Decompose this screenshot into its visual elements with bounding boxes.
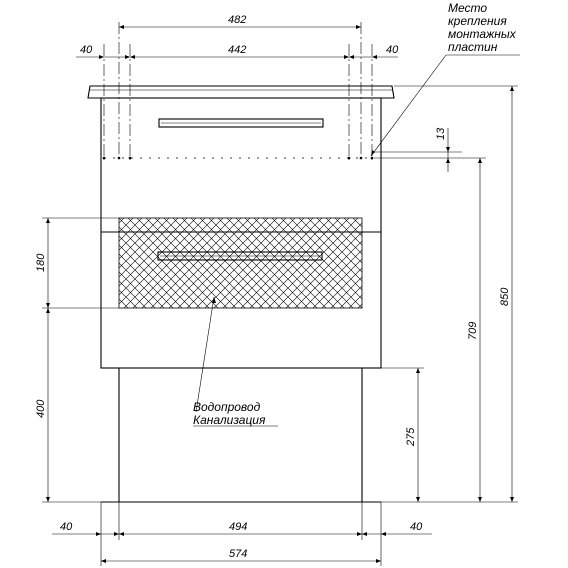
dim-total-height-label: 850	[499, 287, 511, 306]
dim-bottom-right-offset-label: 40	[410, 521, 423, 533]
svg-text:крепления: крепления	[448, 14, 507, 28]
dim-mount-height-label: 13	[435, 127, 447, 140]
dim-body-height-label: 709	[467, 322, 479, 340]
dim-bottom-inner-label: 494	[229, 521, 247, 533]
svg-text:пластин: пластин	[448, 40, 498, 54]
dim-bottom-total-label: 574	[229, 548, 247, 560]
mount-note: Место крепления монтажных пластин	[370, 1, 520, 157]
dim-legs-height	[42, 308, 101, 503]
dim-top-total	[119, 25, 361, 29]
cabinet-legs	[101, 368, 381, 503]
dim-legs-height-label: 400	[35, 399, 47, 418]
svg-text:Место: Место	[448, 1, 487, 15]
dim-zone-height-label: 180	[35, 253, 47, 272]
plumbing-zone	[118, 217, 363, 309]
dim-plumbing-height-label: 275	[405, 427, 417, 447]
sewage-label: Канализация	[193, 413, 266, 427]
mount-plate-line	[102, 156, 374, 160]
plumbing-leader	[193, 296, 278, 427]
top-drawer-handle	[158, 118, 324, 128]
dim-bottom-total	[101, 559, 381, 563]
dim-top-inner	[76, 55, 398, 59]
dim-mount-height	[374, 128, 462, 172]
dim-bottom-inner	[52, 532, 432, 536]
dim-top-inner-label: 442	[228, 44, 246, 56]
svg-text:монтажных: монтажных	[448, 27, 517, 41]
dim-top-right-offset-label: 40	[386, 44, 399, 56]
dim-bottom-left-offset-label: 40	[60, 521, 73, 533]
top-extension-lines	[103, 22, 373, 160]
water-supply-label: Водопровод	[193, 400, 261, 414]
dim-body-height	[424, 157, 486, 503]
dim-top-total-label: 482	[228, 14, 246, 26]
countertop	[87, 85, 395, 99]
dim-plumbing-height	[362, 367, 424, 503]
dim-total-height	[394, 85, 518, 503]
dim-top-left-offset-label: 40	[80, 44, 93, 56]
dim-zone-height	[42, 217, 119, 309]
